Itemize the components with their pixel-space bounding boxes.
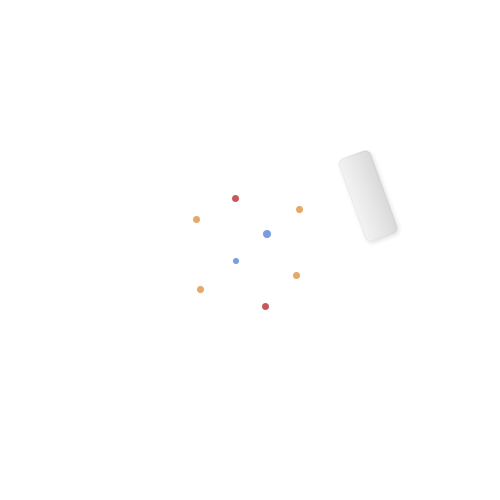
dot-red[interactable] (232, 195, 239, 202)
dot-orange[interactable] (296, 206, 303, 213)
dot-orange[interactable] (293, 272, 300, 279)
dot-blue[interactable] (263, 230, 271, 238)
dot-orange[interactable] (197, 286, 204, 293)
dot-red[interactable] (262, 303, 269, 310)
dot-blue[interactable] (233, 258, 239, 264)
dot-orange[interactable] (193, 216, 200, 223)
eraser-icon[interactable] (336, 148, 400, 244)
